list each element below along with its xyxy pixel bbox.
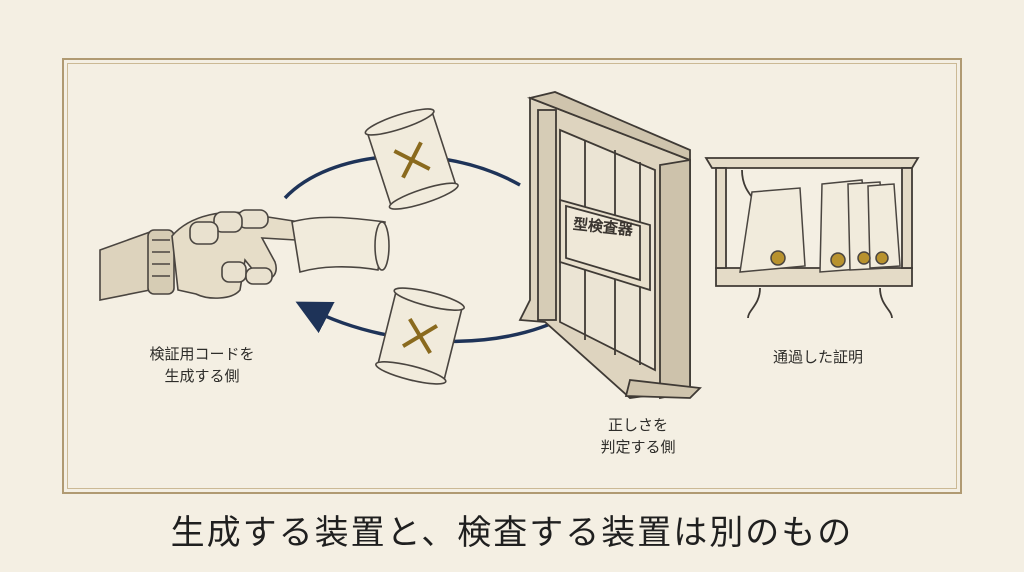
seal-icon <box>875 251 889 265</box>
seal-icon <box>830 252 846 268</box>
seal-icon <box>857 251 871 265</box>
held-scroll-icon <box>291 216 390 274</box>
type-checker-gate-icon <box>518 91 702 400</box>
caption: 生成する装置と、検査する装置は別のもの <box>170 513 854 553</box>
passed-scrolls <box>739 179 901 273</box>
robot-hand-icon <box>99 209 306 301</box>
rejected-scroll-top-icon <box>364 108 459 210</box>
generator-label-line2: 生成する側 <box>164 367 240 385</box>
generator-label-line1: 検証用コードを <box>149 345 255 363</box>
seal-icon <box>770 250 786 266</box>
rejected-scroll-bottom-icon <box>375 287 465 385</box>
illustration-frame <box>62 58 962 494</box>
illustration-frame-inner <box>67 63 957 489</box>
generator-label: 検証用コードを 生成する側 <box>132 343 272 387</box>
checker-label-line1: 正しさを <box>607 416 668 434</box>
checker-label-line2: 判定する側 <box>600 438 676 456</box>
checker-label: 正しさを 判定する側 <box>588 414 688 458</box>
passed-label: 通過した証明 <box>772 348 863 366</box>
shelf-icon <box>704 157 920 319</box>
reject-cross-icon <box>393 141 431 179</box>
